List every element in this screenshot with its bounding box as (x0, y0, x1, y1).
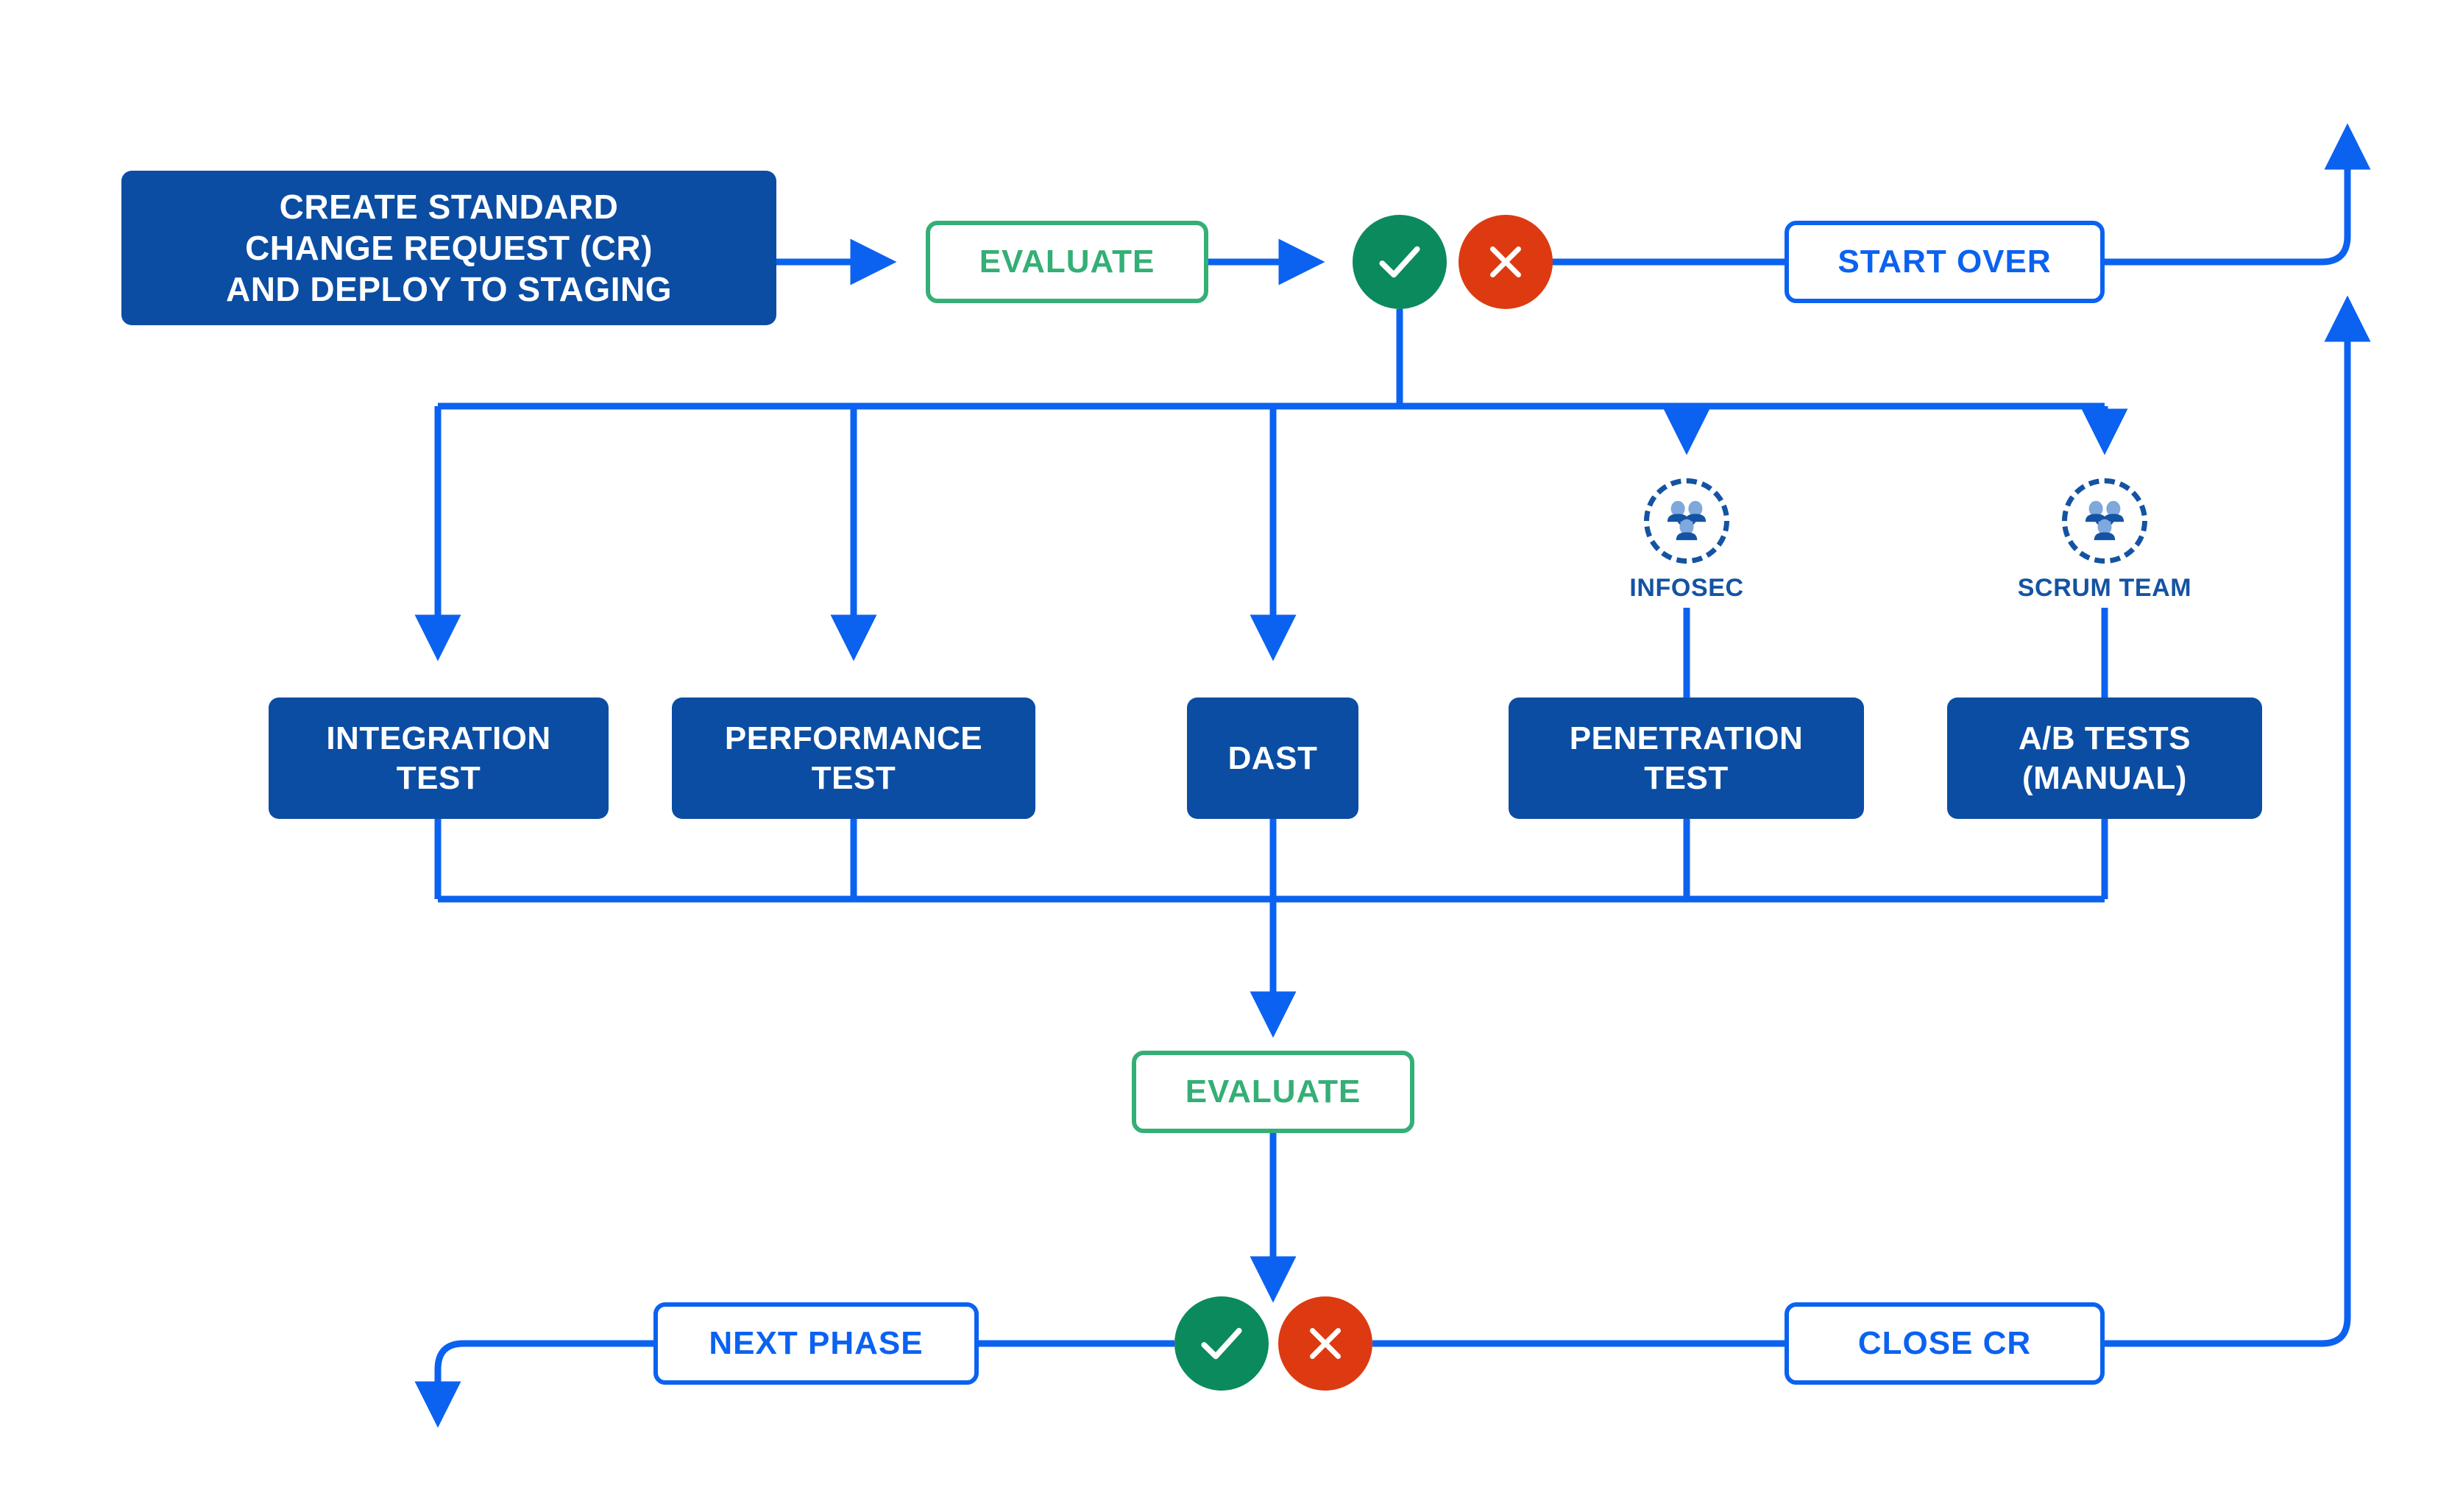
ab-tests-line-2: (MANUAL) (2022, 759, 2187, 796)
cross-icon-bottom[interactable] (1278, 1296, 1372, 1391)
performance-test-line-2: TEST (811, 759, 896, 796)
team-icon (1667, 500, 1707, 541)
next-phase-label: NEXT PHASE (709, 1324, 924, 1361)
create-cr-line-2: CHANGE REQUEST (CR) (245, 228, 653, 267)
wire-next-phase-exit (414, 1340, 653, 1428)
team-icon (2085, 500, 2124, 541)
node-performance-test[interactable]: PERFORMANCE TEST (672, 698, 1035, 819)
node-dast[interactable]: DAST (1187, 698, 1358, 819)
infosec-label: INFOSEC (1629, 574, 1744, 602)
node-ab-tests[interactable]: A/B TESTS (MANUAL) (1947, 698, 2262, 819)
close-cr-label: CLOSE CR (1857, 1324, 2032, 1361)
cross-icon-top[interactable] (1459, 215, 1553, 309)
infosec-ring (1644, 478, 1729, 564)
integration-test-line-1: INTEGRATION (326, 720, 551, 756)
scrum-team-ring (2062, 478, 2147, 564)
start-over-label: START OVER (1837, 243, 2052, 280)
node-next-phase[interactable]: NEXT PHASE (653, 1302, 979, 1385)
check-icon-bottom[interactable] (1174, 1296, 1269, 1391)
check-icon-top[interactable] (1353, 215, 1447, 309)
node-integration-test[interactable]: INTEGRATION TEST (269, 698, 609, 819)
node-evaluate-bottom[interactable]: EVALUATE (1132, 1051, 1414, 1133)
actor-scrum-team[interactable]: SCRUM TEAM (2018, 478, 2191, 603)
wire-close-cr-return (2105, 295, 2371, 1347)
node-close-cr[interactable]: CLOSE CR (1785, 1302, 2105, 1385)
create-cr-line-1: CREATE STANDARD (279, 187, 619, 226)
node-penetration-test[interactable]: PENETRATION TEST (1509, 698, 1864, 819)
performance-test-line-1: PERFORMANCE (724, 720, 983, 756)
ab-tests-line-1: A/B TESTS (2018, 720, 2191, 756)
wire-start-over-return (2105, 123, 2371, 266)
integration-test-line-2: TEST (396, 759, 481, 796)
dast-line-1: DAST (1227, 739, 1318, 776)
node-create-change-request[interactable]: CREATE STANDARD CHANGE REQUEST (CR) AND … (121, 171, 776, 325)
penetration-test-line-1: PENETRATION (1569, 720, 1804, 756)
actor-infosec[interactable]: INFOSEC (1629, 478, 1743, 603)
create-cr-line-3: AND DEPLOY TO STAGING (225, 270, 672, 309)
penetration-test-line-2: TEST (1644, 759, 1729, 796)
evaluate-top-label: EVALUATE (979, 243, 1155, 280)
node-start-over[interactable]: START OVER (1785, 221, 2105, 303)
node-evaluate-top[interactable]: EVALUATE (926, 221, 1208, 303)
evaluate-bottom-label: EVALUATE (1185, 1073, 1361, 1110)
scrum-team-label: SCRUM TEAM (2017, 574, 2192, 602)
